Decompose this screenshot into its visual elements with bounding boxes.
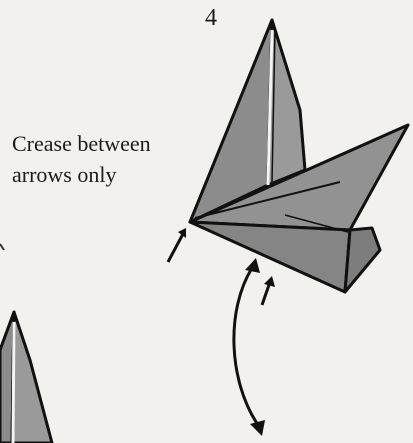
- crease-end-arrow-icon: [262, 276, 275, 305]
- crease-start-arrow-icon: [168, 228, 186, 262]
- next-model-crease: [13, 322, 14, 443]
- step-instruction: Crease between arrows only: [12, 128, 202, 190]
- instruction-line-2: arrows only: [12, 159, 202, 190]
- instruction-line-1: Crease between: [12, 128, 202, 159]
- flap-side-pocket: [345, 228, 380, 292]
- next-step-model-partial: [0, 312, 52, 443]
- edge-mark: [0, 244, 4, 250]
- step-number: 4: [205, 6, 217, 30]
- next-model-right-face: [12, 312, 52, 443]
- main-model: [190, 20, 408, 292]
- fold-direction-arrow-icon: [234, 258, 265, 436]
